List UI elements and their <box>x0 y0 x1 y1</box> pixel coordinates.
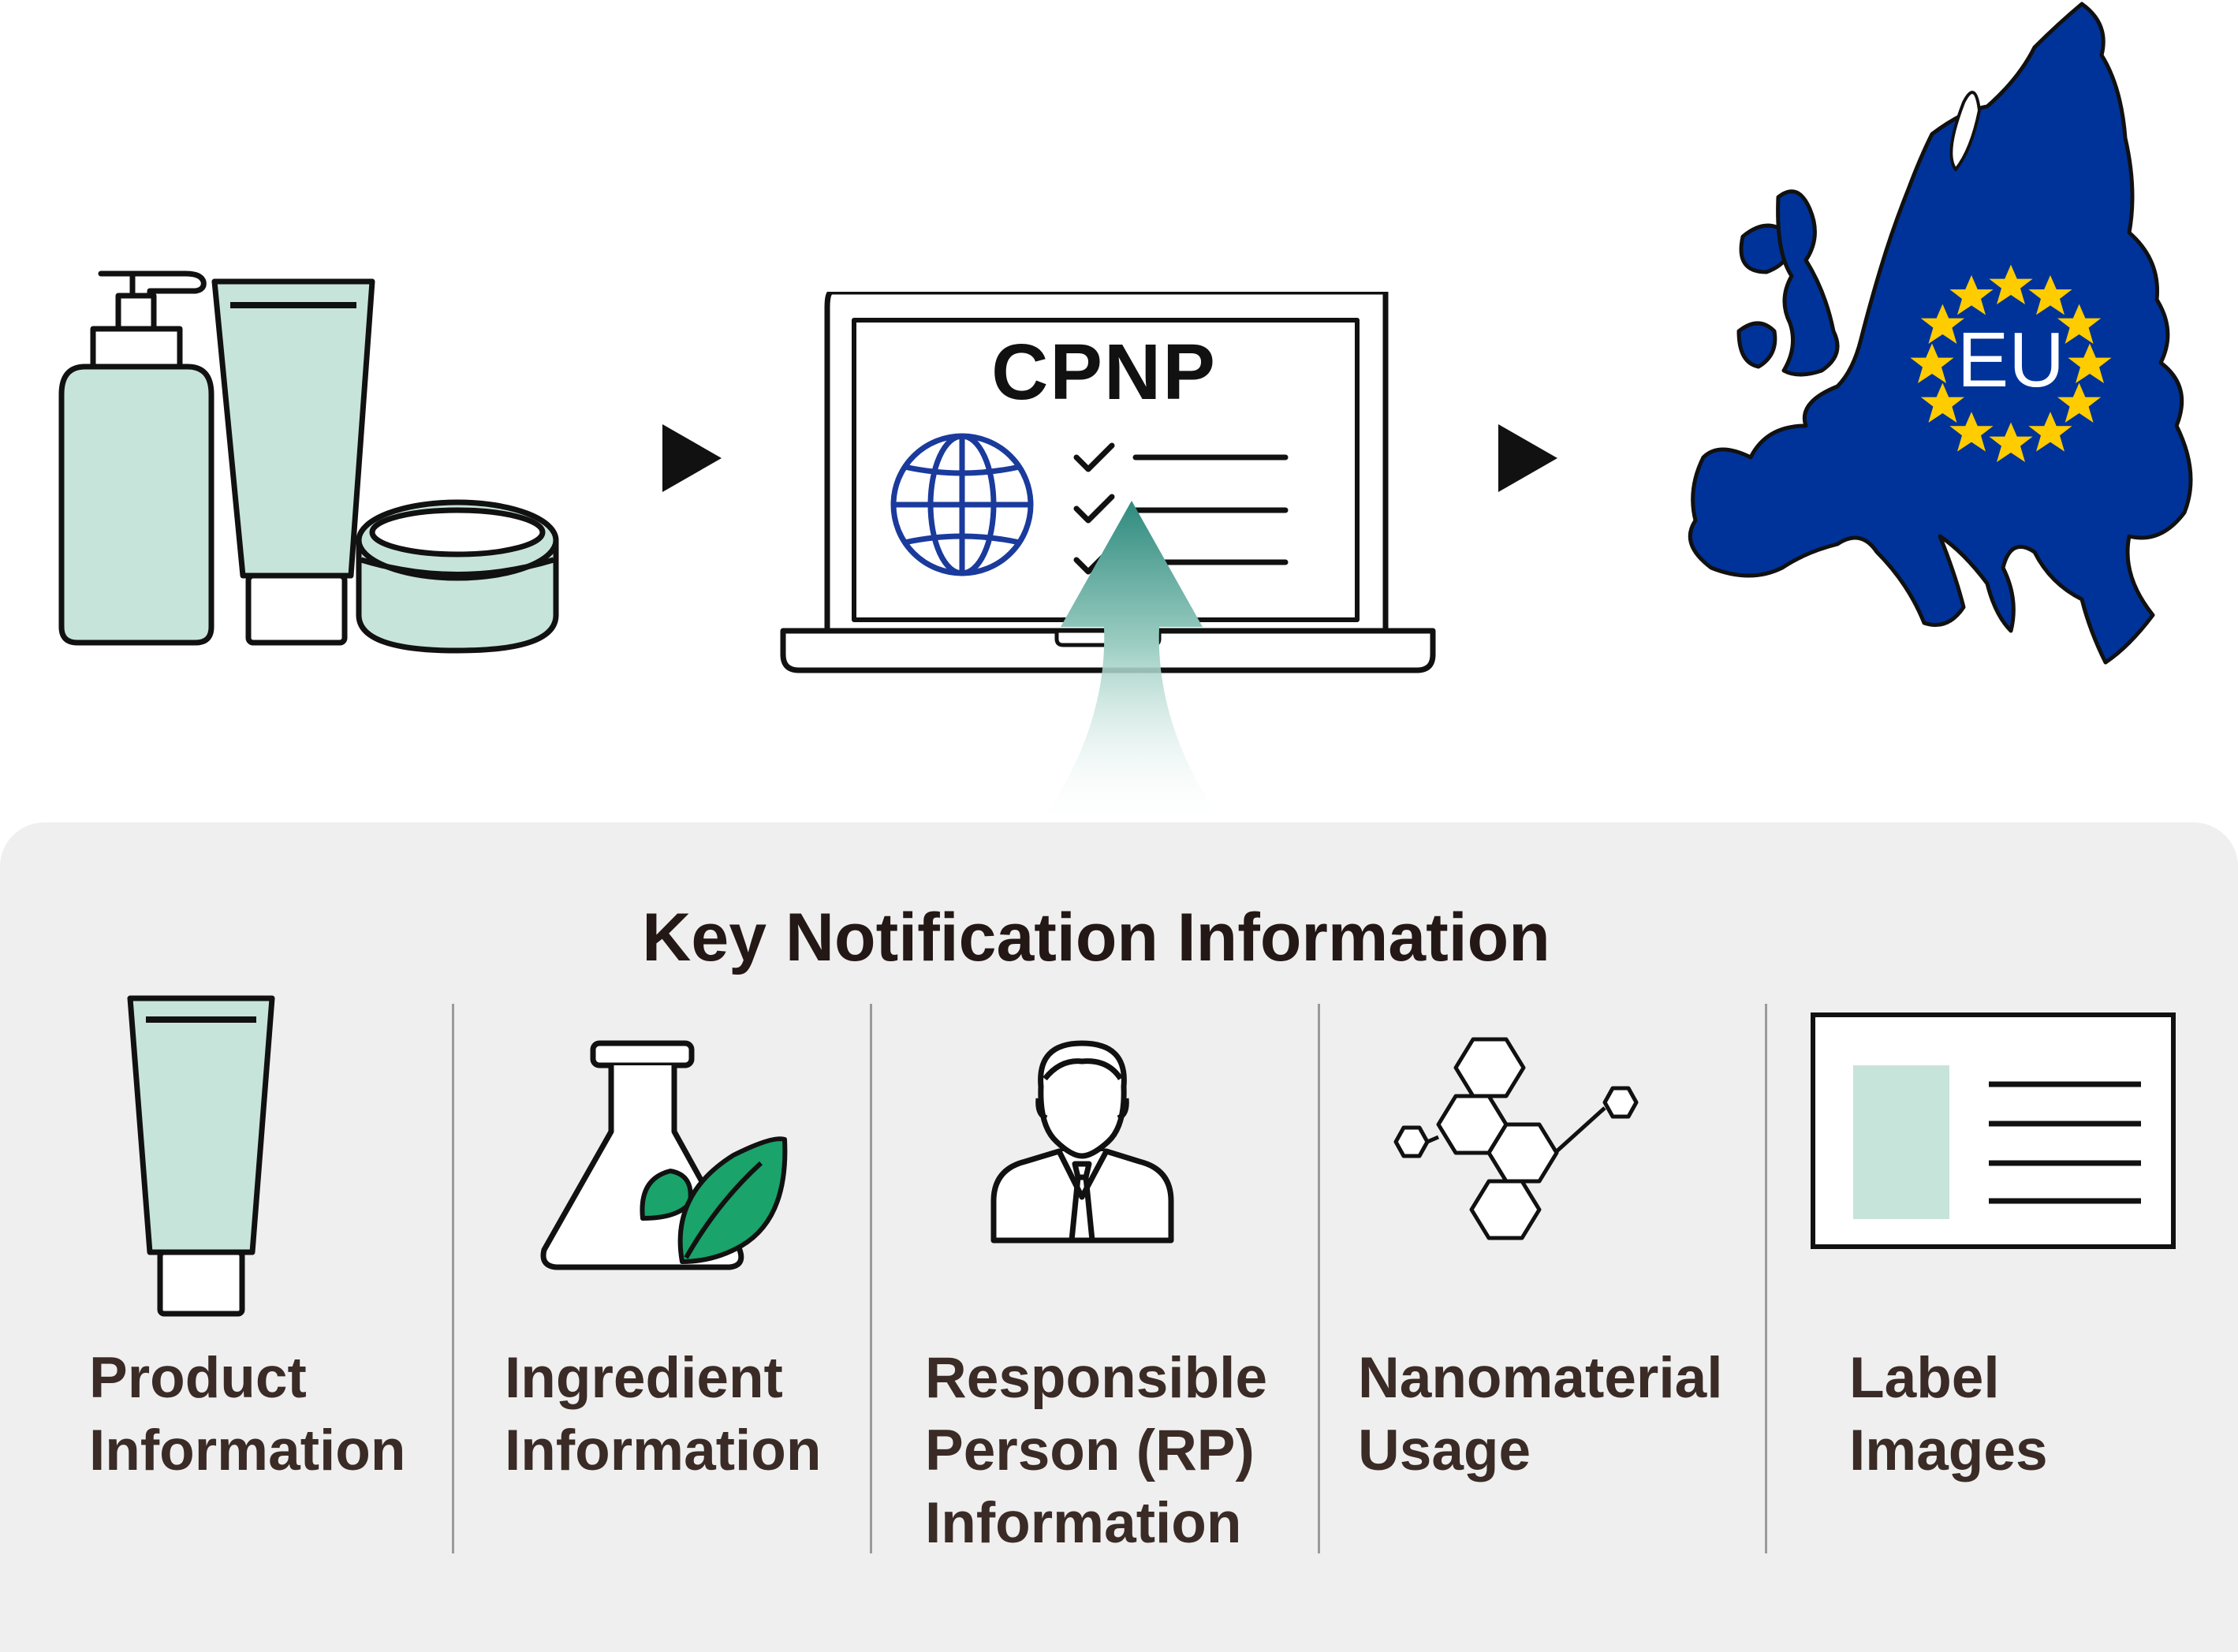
eu-star-icon <box>2028 275 2072 315</box>
flask-leaf-icon <box>540 1040 788 1270</box>
divider <box>1318 1004 1320 1553</box>
checklist-icon <box>1073 442 1289 575</box>
eu-map-icon <box>1688 2 2193 665</box>
eu-star-icon <box>2068 343 2112 383</box>
eu-star-icon <box>2057 382 2102 423</box>
globe-icon <box>890 433 1034 576</box>
eu-star-icon <box>2028 412 2072 452</box>
eu-star-icon <box>1989 422 2033 462</box>
divider <box>1765 1004 1767 1553</box>
tube-icon <box>127 995 275 1317</box>
eu-star-icon <box>1989 264 2033 304</box>
panel-title: Key Notification Information <box>642 900 1550 975</box>
cosmetics-icon <box>58 270 559 654</box>
tube-icon <box>211 278 375 646</box>
label-card-icon <box>1811 1012 2176 1249</box>
eu-star-icon <box>1920 304 1964 344</box>
arrow-right-icon <box>1498 424 1557 492</box>
pump-bottle-icon <box>58 270 214 646</box>
eu-star-icon <box>1949 275 1994 315</box>
eu-star-icon <box>1920 382 1964 423</box>
jar-icon <box>356 499 559 654</box>
divider <box>452 1004 454 1553</box>
eu-label: EU <box>1956 316 2065 403</box>
upload-arrow-icon <box>1037 501 1226 828</box>
cpnp-label: CPNP <box>991 328 1217 416</box>
leaf-icon <box>640 1136 788 1264</box>
eu-star-icon <box>1910 343 1954 383</box>
molecule-icon <box>1393 1037 1639 1240</box>
eu-star-icon <box>1949 412 1994 452</box>
person-icon <box>990 1040 1174 1244</box>
eu-stars <box>1910 264 2112 462</box>
arrow-right-icon <box>662 424 722 492</box>
eu-star-icon <box>2057 304 2102 344</box>
divider <box>870 1004 872 1553</box>
